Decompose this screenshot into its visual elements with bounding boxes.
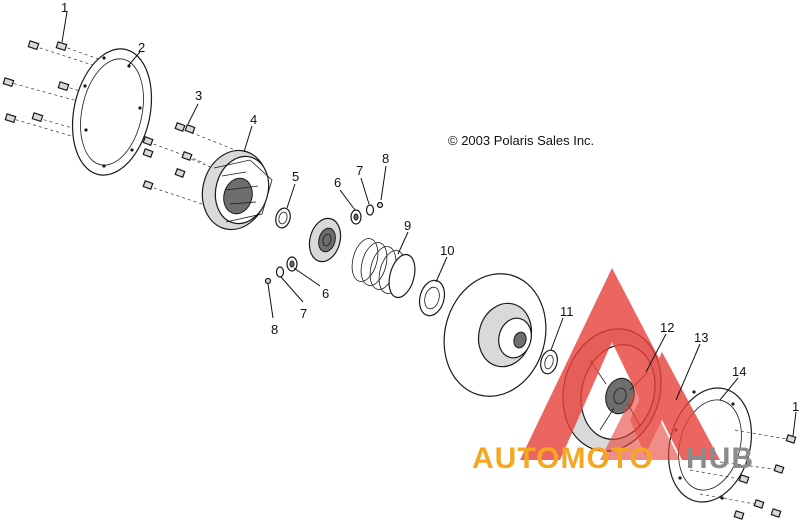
bolts-right xyxy=(689,429,797,520)
cover-plate-part xyxy=(71,48,153,176)
callout-label: 2 xyxy=(138,40,145,55)
callout-label: 6 xyxy=(334,175,341,190)
callout-label: 8 xyxy=(271,322,278,337)
ring-part xyxy=(540,349,558,375)
callout-label: 13 xyxy=(694,330,708,345)
washer-part xyxy=(418,279,446,317)
spring-part xyxy=(351,238,416,299)
callouts: 1 2 3 4 5 6 7 8 9 10 6 7 8 11 12 13 14 xyxy=(61,0,799,437)
seal-part xyxy=(275,207,291,229)
callout-label: 14 xyxy=(732,364,746,379)
watermark-text-orange: AUTOMOTO xyxy=(472,442,654,475)
callout-label: 7 xyxy=(356,163,363,178)
watermark-logo xyxy=(520,268,720,460)
callout-label: 9 xyxy=(404,218,411,233)
callout-label: 5 xyxy=(292,169,299,184)
callout-label: 12 xyxy=(660,320,674,335)
copyright-text: © 2003 Polaris Sales Inc. xyxy=(448,133,594,148)
watermark-text: AUTOMOTO HUB xyxy=(472,442,754,475)
bearing-part xyxy=(308,217,342,263)
small-parts-upper xyxy=(350,201,384,225)
callout-label: 1 xyxy=(792,399,799,414)
callout-label: 4 xyxy=(250,112,257,127)
callout-label: 3 xyxy=(195,88,202,103)
callout-label: 1 xyxy=(61,0,68,15)
housing-part xyxy=(201,149,273,231)
callout-label: 7 xyxy=(300,306,307,321)
callout-label: 10 xyxy=(440,243,454,258)
callout-label: 6 xyxy=(322,286,329,301)
callout-label: 11 xyxy=(560,304,574,319)
bolts-item-3 xyxy=(142,122,236,206)
callout-label: 8 xyxy=(382,151,389,166)
small-parts-lower xyxy=(264,256,298,285)
sheave-part xyxy=(443,273,547,397)
watermark-text-gray: HUB xyxy=(686,442,754,475)
